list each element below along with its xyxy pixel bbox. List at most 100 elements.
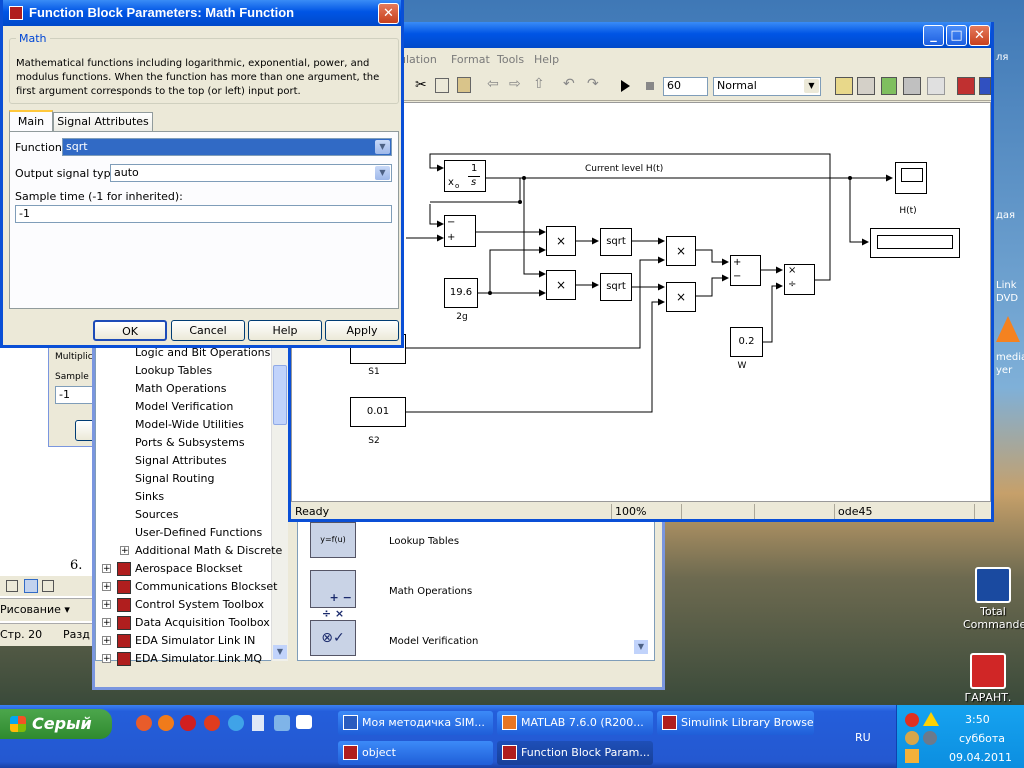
build-icon[interactable] xyxy=(903,77,921,95)
update-icon[interactable] xyxy=(881,77,897,95)
task-function-block[interactable]: Function Block Param... xyxy=(497,741,653,765)
view-icon[interactable] xyxy=(24,579,38,593)
paste-icon[interactable] xyxy=(457,77,471,93)
msg-icon[interactable] xyxy=(296,715,312,729)
gain-block[interactable]: 19.6 xyxy=(444,278,478,308)
copy-icon[interactable] xyxy=(435,78,449,93)
lib-item-model-wide[interactable]: Model-Wide Utilities xyxy=(135,418,244,431)
display-block[interactable] xyxy=(870,228,960,258)
menu-simulation[interactable]: ulation xyxy=(399,53,437,66)
close-button[interactable]: ✕ xyxy=(378,3,399,24)
lib-item-logic[interactable]: Logic and Bit Operations xyxy=(135,346,271,359)
expand-icon[interactable]: + xyxy=(120,546,129,556)
lib-panel-scroll-arrow[interactable]: ▼ xyxy=(634,640,648,654)
expand-icon[interactable]: + xyxy=(102,582,111,592)
task-matlab[interactable]: MATLAB 7.6.0 (R200... xyxy=(497,711,653,735)
chevron-down-icon[interactable]: ▼ xyxy=(375,140,390,154)
close-button[interactable]: ✕ xyxy=(969,25,990,46)
subsystem-icon[interactable] xyxy=(957,77,975,95)
chevron-down-icon[interactable]: ▼ xyxy=(804,79,819,93)
lib-item-additional-math[interactable]: Additional Math & Discrete xyxy=(135,544,283,557)
scope-block[interactable] xyxy=(895,162,927,194)
language-indicator[interactable]: RU xyxy=(855,731,871,744)
integrator-block[interactable]: x o 1 s xyxy=(444,160,486,192)
vlc-icon[interactable] xyxy=(996,316,1020,342)
clock-time[interactable]: 3:50 xyxy=(965,713,990,726)
menu-format[interactable]: Format xyxy=(451,53,490,66)
sum-block[interactable]: + − xyxy=(730,255,761,286)
lib-panel-item-verification[interactable]: ⊗✓ Model Verification xyxy=(310,620,560,660)
lib-item-communications[interactable]: Communications Blockset xyxy=(135,580,278,593)
product-block-4[interactable]: × xyxy=(666,282,696,312)
subtract-block[interactable]: − + xyxy=(444,215,476,247)
library-browser-icon[interactable] xyxy=(835,77,853,95)
lib-item-ports[interactable]: Ports & Subsystems xyxy=(135,436,245,449)
redo-icon[interactable]: ↷ xyxy=(587,76,599,92)
lib-panel-item-math[interactable]: + − ÷ × Math Operations xyxy=(310,570,560,620)
config-icon[interactable] xyxy=(979,77,991,95)
task-word[interactable]: Моя методичка SIM... xyxy=(338,711,493,735)
media-icon[interactable] xyxy=(204,715,220,731)
lib-item-sinks[interactable]: Sinks xyxy=(135,490,165,503)
cut-icon[interactable]: ✂ xyxy=(415,77,427,93)
lib-item-lookup[interactable]: Lookup Tables xyxy=(135,364,213,377)
expand-icon[interactable]: + xyxy=(102,564,111,574)
menu-tools[interactable]: Tools xyxy=(497,53,525,66)
lib-item-aerospace[interactable]: Aerospace Blockset xyxy=(135,562,243,575)
library-tree-scrollbar[interactable]: ▼ xyxy=(271,335,288,661)
opera-icon[interactable] xyxy=(180,715,196,731)
expand-icon[interactable]: + xyxy=(102,636,111,646)
view-icon[interactable] xyxy=(42,580,54,592)
up-icon[interactable]: ⇧ xyxy=(533,76,545,92)
bg-sample-field[interactable]: -1 xyxy=(55,386,97,404)
chevron-down-icon[interactable]: ▼ xyxy=(375,166,390,180)
lib-item-sources[interactable]: Sources xyxy=(135,508,179,521)
menu-help[interactable]: Help xyxy=(534,53,560,66)
undo-icon[interactable]: ↶ xyxy=(563,76,575,92)
expand-icon[interactable]: + xyxy=(102,654,111,664)
sim-mode-select[interactable]: Normal ▼ xyxy=(713,77,821,96)
scroll-thumb[interactable] xyxy=(273,365,287,425)
tab-signal-attributes[interactable]: Signal Attributes xyxy=(53,112,153,131)
apply-button[interactable]: Apply xyxy=(325,320,399,341)
ok-button[interactable]: OK xyxy=(93,320,167,341)
draw-menu-button[interactable]: Рисование ▾ xyxy=(0,603,70,616)
sqrt-block-2[interactable]: sqrt xyxy=(600,273,632,301)
help-button[interactable]: Help xyxy=(248,320,322,341)
stop-time-input[interactable]: 60 xyxy=(663,77,708,96)
sqrt-block-1[interactable]: sqrt xyxy=(600,228,632,256)
lib-item-data-acquisition[interactable]: Data Acquisition Toolbox xyxy=(135,616,270,629)
tray-icon[interactable] xyxy=(905,731,919,745)
doc-icon[interactable] xyxy=(252,715,264,731)
firefox-icon[interactable] xyxy=(158,715,174,731)
debug-icon[interactable] xyxy=(927,77,945,95)
divide-block[interactable]: × ÷ xyxy=(784,264,815,295)
lib-item-verification[interactable]: Model Verification xyxy=(135,400,234,413)
desktop-icon-garant[interactable]: ГАРАНТ. xyxy=(958,653,1018,704)
expand-icon[interactable]: + xyxy=(102,618,111,628)
play-icon[interactable] xyxy=(621,80,630,92)
w-constant-block[interactable]: 0.2 xyxy=(730,327,763,357)
task-simulink-library[interactable]: Simulink Library Browser xyxy=(657,711,814,735)
scroll-down-arrow[interactable]: ▼ xyxy=(273,645,287,659)
output-type-select[interactable]: auto ▼ xyxy=(110,164,392,182)
desktop-icon-total-commander[interactable]: Total Commander xyxy=(963,567,1024,631)
lib-item-eda-mq[interactable]: EDA Simulator Link MQ xyxy=(135,652,263,665)
dialog-titlebar[interactable]: Function Block Parameters: Math Function… xyxy=(3,0,401,26)
product-block-1[interactable]: × xyxy=(546,226,576,256)
tray-icon[interactable] xyxy=(905,749,919,763)
minimize-button[interactable]: _ xyxy=(923,25,944,46)
sample-time-input[interactable]: -1 xyxy=(15,205,392,223)
product-block-3[interactable]: × xyxy=(666,236,696,266)
expand-icon[interactable]: + xyxy=(102,600,111,610)
maximize-button[interactable]: □ xyxy=(946,25,967,46)
task-object[interactable]: object xyxy=(338,741,493,765)
function-select[interactable]: sqrt ▼ xyxy=(62,138,392,156)
tray-icon[interactable] xyxy=(923,731,937,745)
model-explorer-icon[interactable] xyxy=(857,77,875,95)
tray-icon[interactable] xyxy=(905,713,919,727)
quicklaunch-icon[interactable] xyxy=(136,715,152,731)
model-canvas[interactable] xyxy=(291,102,991,502)
lib-item-user-defined[interactable]: User-Defined Functions xyxy=(135,526,263,539)
cancel-button[interactable]: Cancel xyxy=(171,320,245,341)
